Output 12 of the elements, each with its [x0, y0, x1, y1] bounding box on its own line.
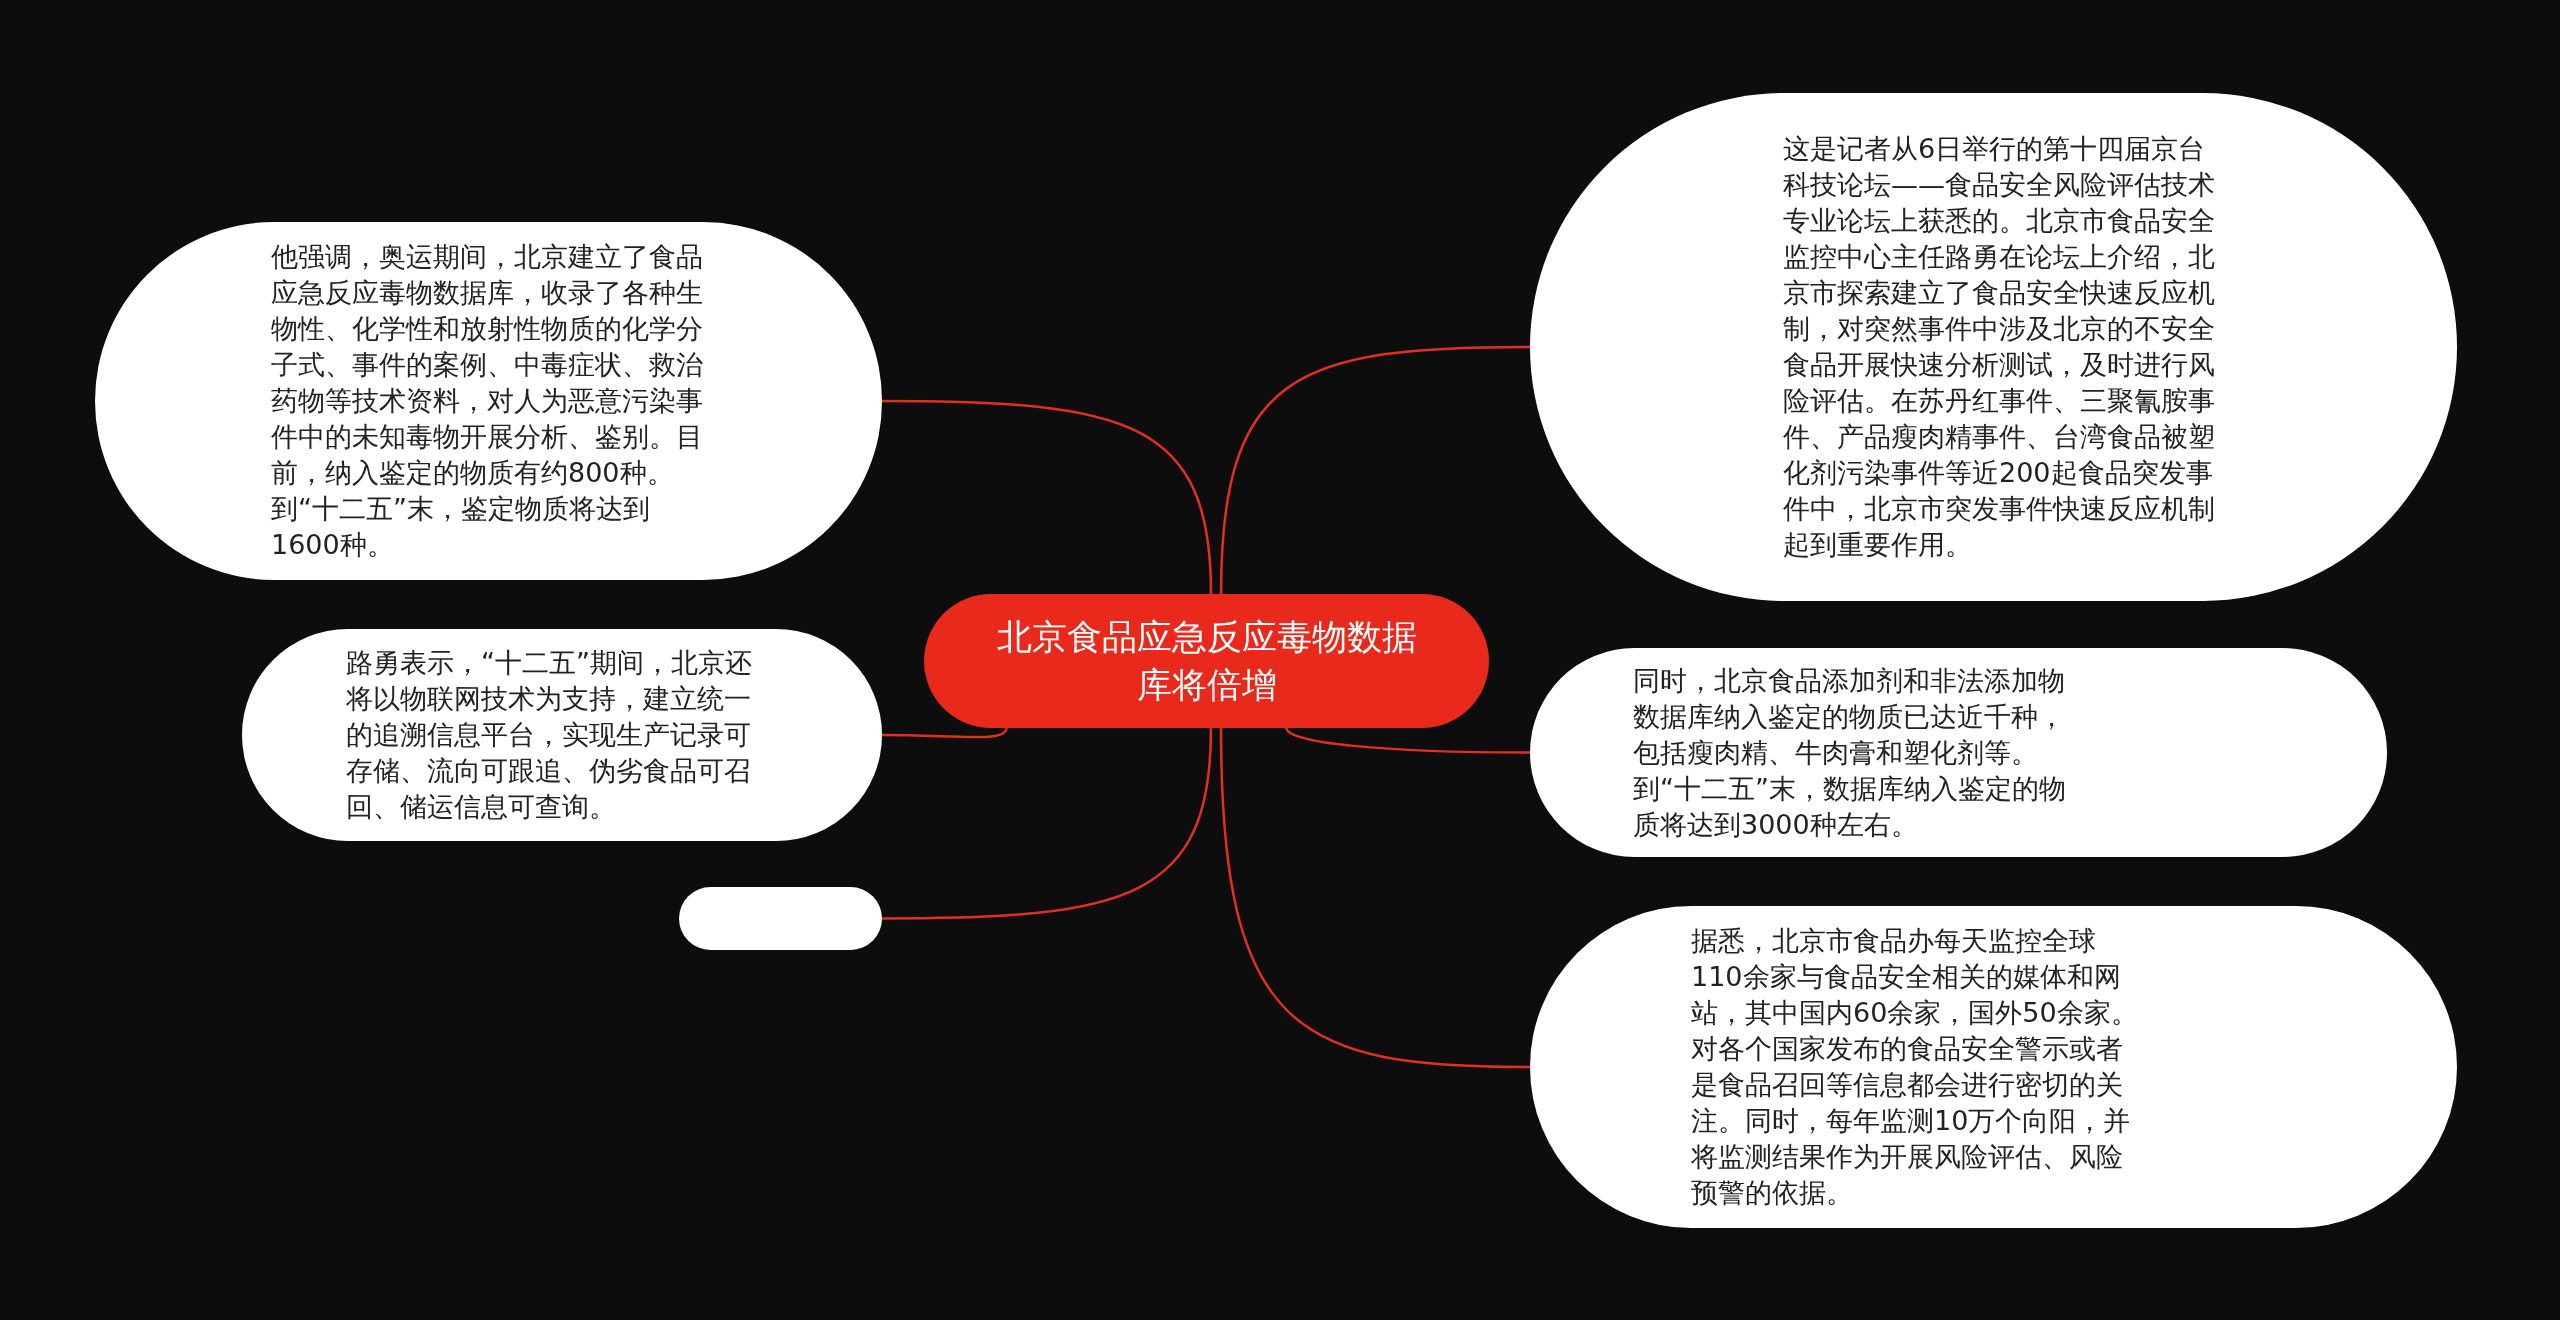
note-text: 据悉，北京市食品办每天监控全球110余家与食品安全相关的媒体和网站，其中国内60余家，国外50余家。对各个国家发布的食品安全警示或者是食品召回等信息都会进行密切的关注。同时，每年监测10万个向阳，并将监测结果作为开展风险评估、风险预警的依据。: [1691, 924, 2139, 1210]
note-text: 他强调，奥运期间，北京建立了食品应急反应毒物数据库，收录了各种生物性、化学性和放射性物质的化学分子式、事件的案例、中毒症状、救治药物等技术资料，对人为恶意污染事件中的未知毒物开展分析、鉴别。目前，纳入鉴定的物质有约800种。到“十二五”末，鉴定物质将达到1600种。: [271, 240, 704, 562]
connector-curve: [882, 399, 1213, 595]
connector-curve: [882, 727, 1213, 920]
connector-curve: [1219, 345, 1530, 595]
note-text: 这是记者从6日举行的第十四届京台科技论坛——食品安全风险评估技术专业论坛上获悉的。北京市食品安全监控中心主任路勇在论坛上介绍，北京市探索建立了食品安全快速反应机制，对突然事件中涉及北京的不安全食品开展快速分析测试，及时进行风险评估。在苏丹红事件、三聚氰胺事件、产品瘦肉精事件、台湾食品被塑化剂污染事件等近200起食品突发事件中，北京市突发事件快速反应机制起到重要作用。: [1783, 132, 2216, 562]
connector-curve: [1219, 727, 1530, 1069]
note-text: 同时，北京食品添加剂和非法添加物数据库纳入鉴定的物质已达近千种，包括瘦肉精、牛肉膏和塑化剂等。到“十二五”末，数据库纳入鉴定的物质将达到3000种左右。: [1633, 663, 2067, 842]
topic-title: 北京食品应急反应毒物数据库将倍增: [996, 616, 1417, 707]
connector-curve: [1285, 727, 1530, 754]
connector-curve: [882, 727, 1008, 739]
note-text: 路勇表示，“十二五”期间，北京还将以物联网技术为支持，建立统一的追溯信息平台，实现生产记录可存储、流向可跟追、伪劣食品可召回、储运信息可查询。: [346, 646, 753, 824]
